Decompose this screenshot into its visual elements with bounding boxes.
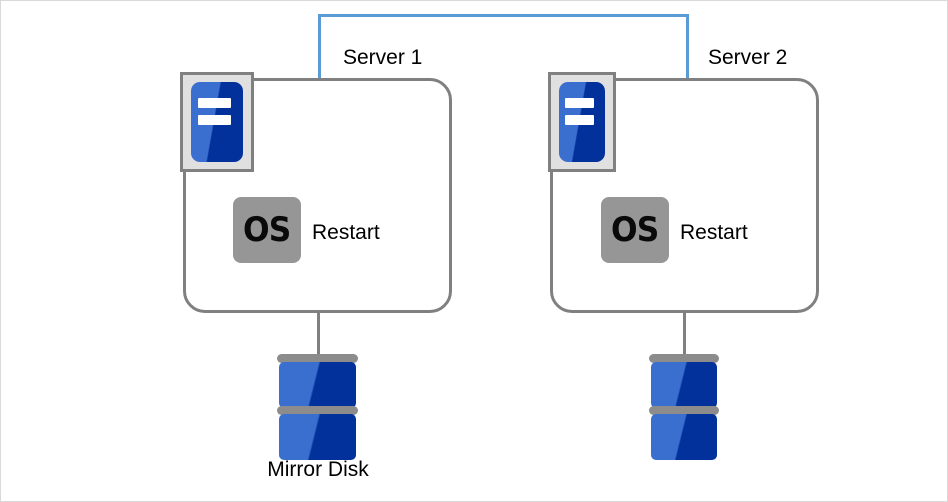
disk-body-bottom: [279, 414, 356, 460]
server-1-disk-connector: [317, 311, 320, 359]
os-badge: OS: [601, 197, 669, 263]
disk-cap-middle: [649, 406, 719, 415]
server-2-label: Server 2: [708, 46, 788, 69]
mirror-disk-label: Mirror Disk: [267, 458, 369, 481]
server-icon-bar-1: [198, 98, 231, 109]
os-badge-text: OS: [243, 210, 291, 250]
os-badge: OS: [233, 197, 301, 263]
interconnect-link: [318, 14, 689, 80]
server-icon-body: [559, 82, 605, 162]
server-1-label: Server 1: [343, 46, 423, 69]
disk-body-top: [279, 362, 356, 408]
disk-body-top: [651, 362, 717, 408]
server-icon-bar-2: [198, 114, 231, 126]
server-icon: [548, 72, 616, 172]
server-icon: [180, 72, 254, 172]
disk-cap-middle: [277, 406, 358, 415]
os-badge-text: OS: [611, 210, 659, 250]
disk-stack-icon: [277, 354, 358, 460]
server-icon-bar-1: [565, 98, 594, 109]
disk-body-bottom: [651, 414, 717, 460]
server-1-restart-label: Restart: [312, 221, 380, 244]
disk-stack-icon: [649, 354, 719, 460]
server-2-disk-connector: [683, 311, 686, 359]
disk-cap-top: [277, 354, 358, 363]
server-icon-bar-2: [565, 114, 594, 126]
disk-cap-top: [649, 354, 719, 363]
server-icon-body: [191, 82, 243, 162]
server-2-restart-label: Restart: [680, 221, 748, 244]
